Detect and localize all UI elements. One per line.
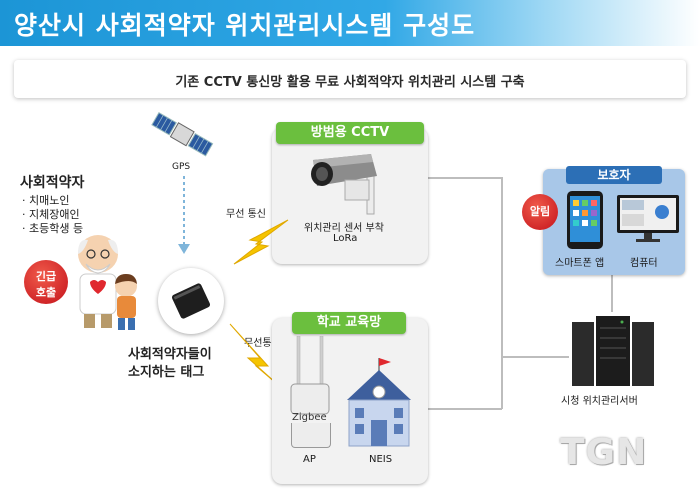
connector-guardian-server [611,242,613,312]
server-label: 시청 위치관리서버 [561,396,638,407]
vulnerable-item-student: · 초등학생 등 [22,222,84,235]
cctv-sensor-line1: 위치관리 센서 부착 [304,223,384,234]
elderly-child-illustration [78,235,137,330]
computer-monitor-icon [617,195,679,242]
school-panel-header: 학교 교육망 [292,312,406,334]
subtitle-box: 기존 CCTV 통신망 활용 무료 사회적약자 위치관리 시스템 구축 [14,60,686,98]
vulnerable-item-dementia: · 치매노인 [22,194,70,207]
gps-signal-arrow [178,176,190,254]
connector-to-server [501,356,569,358]
cctv-wireless-label: 무선 통신 [226,209,266,220]
ap-device-body [291,423,331,448]
title-bar [0,0,700,46]
neis-label: NEIS [369,454,393,465]
cctv-sensor-line2: LoRa [333,233,358,244]
tag-device-circle [158,268,224,334]
smartphone-label: 스마트폰 앱 [555,258,605,269]
emergency-line1: 긴급 [35,270,57,283]
cctv-camera-icon [311,154,377,215]
connector-school-right [428,408,502,410]
alert-badge: 알림 [522,194,558,230]
connector-vertical [501,177,503,409]
ap-antenna-icon [290,336,330,415]
emergency-call-badge: 긴급 호출 [24,260,68,304]
computer-label: 컴퓨터 [630,258,658,269]
gps-label: GPS [172,162,191,172]
smartphone-icon [567,191,603,249]
vulnerable-heading: 사회적약자 [20,175,85,191]
emergency-line2: 호출 [35,286,57,299]
guardian-panel-header: 보호자 [566,166,662,184]
subtitle: 기존 CCTV 통신망 활용 무료 사회적약자 위치관리 시스템 구축 [175,75,525,90]
school-wireless-label: 무선통신 [244,338,281,349]
connector-cctv-right [428,177,502,179]
cctv-panel-header: 방범용 CCTV [276,122,424,144]
server-rack-icon [572,316,654,386]
tag-device-icon [171,283,211,319]
school-building-icon [347,358,411,447]
ap-device-text: Zigbee [292,412,327,423]
ap-label: AP [303,454,316,465]
vulnerable-item-disabled: · 지체장애인 [22,208,80,221]
tag-label-line1: 사회적약자들이 [128,347,212,362]
satellite-icon [151,112,214,157]
page-title: 양산시 사회적약자 위치관리시스템 구성도 [14,11,476,40]
lightning-bolt-icon-top [233,219,289,265]
tag-label-line2: 소지하는 태그 [128,365,205,380]
tgn-watermark: TGN [560,432,648,473]
